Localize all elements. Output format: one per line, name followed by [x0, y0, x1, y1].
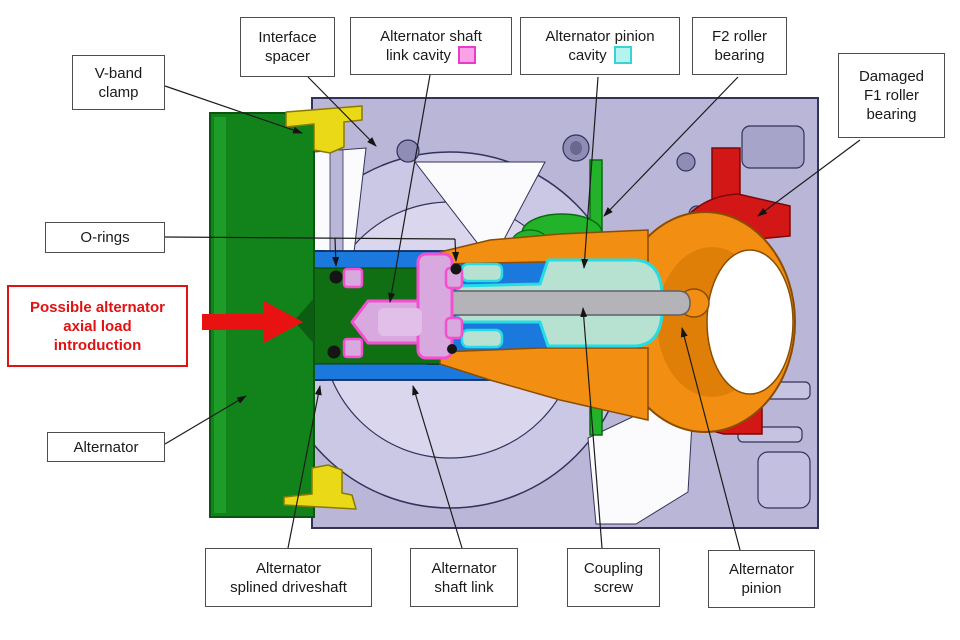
leader-pinion-cavity: [581, 76, 599, 269]
label-o-rings: O-rings: [45, 222, 165, 253]
o-ring-seal: [329, 270, 343, 284]
label-text: Possible alternator axial load introduct…: [29, 298, 166, 354]
label-coupling-screw: Coupling screw: [567, 548, 660, 607]
leader-f1-bearing: [757, 139, 861, 217]
alternator-pinion: [439, 211, 796, 433]
v-band-clamp: [283, 105, 363, 510]
bolt-hole: [676, 152, 696, 172]
label-pinion-cavity: Alternator pinion cavity: [520, 17, 680, 75]
label-f1-bearing: Damaged F1 roller bearing: [838, 53, 945, 138]
pinion-cavity-lobe-bottom: [460, 328, 504, 349]
leader-shaft-link: [412, 385, 463, 549]
pinion-cavity-lobe-top: [460, 262, 504, 283]
label-text: Alternator pinion: [728, 561, 795, 597]
label-axial-load-warning: Possible alternator axial load introduct…: [7, 285, 188, 367]
axial-load-arrow: [202, 301, 303, 343]
leader-f2-bearing: [603, 76, 739, 217]
pinion-sleeve-bottom: [439, 347, 649, 421]
coupling-screw: [435, 290, 691, 316]
shaft-link-flange: [416, 252, 454, 360]
label-text: Alternator shaft link: [431, 559, 497, 596]
leader-alternator: [164, 395, 247, 445]
leader-splined-driveshaft: [287, 385, 322, 549]
label-text: Interface spacer: [258, 29, 317, 65]
leader-shaft-link-cavity: [388, 74, 431, 303]
leader-o-ring-left: [332, 237, 340, 267]
leader-o-ring-right: [452, 238, 460, 262]
label-text: Alternator: [73, 438, 139, 456]
label-text: Alternator pinion cavity: [545, 28, 655, 64]
v-band-clamp-bottom: [283, 464, 357, 510]
housing-cutout-top: [413, 161, 546, 263]
housing-pocket: [757, 451, 811, 509]
leader-lines: [164, 74, 861, 551]
label-text: V-band clamp: [94, 64, 143, 101]
o-ring-seal: [450, 263, 462, 275]
label-alternator: Alternator: [47, 432, 165, 462]
pinion-bell-opening: [706, 249, 794, 395]
label-text: Coupling screw: [583, 559, 644, 596]
label-alternator-pinion: Alternator pinion: [708, 550, 815, 608]
v-band-clamp-top: [285, 105, 363, 154]
shaft-link-key-bottom: [342, 337, 364, 359]
shaft-link-highlight: [378, 308, 422, 336]
leader-coupling-screw: [580, 307, 603, 549]
label-shaft-link: Alternator shaft link: [410, 548, 518, 607]
pink-color-swatch: [458, 46, 477, 64]
label-v-band-clamp: V-band clamp: [72, 55, 165, 110]
shaft-link-finger-bottom: [444, 316, 464, 340]
label-splined-driveshaft: Alternator splined driveshaft: [205, 548, 372, 607]
label-shaft-link-cavity: Alternator shaft link cavity: [350, 17, 512, 75]
label-text: F2 roller bearing: [711, 28, 767, 64]
alternator-shaft-notch: [294, 298, 314, 344]
label-text: O-rings: [80, 229, 130, 246]
leader-o-rings-main: [164, 236, 456, 240]
alternator-shaft-link: [342, 252, 464, 360]
bolt-hole-center: [570, 141, 582, 155]
label-f2-bearing: F2 roller bearing: [692, 17, 787, 75]
cyan-color-swatch: [613, 46, 632, 64]
leader-interface-spacer: [307, 76, 377, 147]
housing-pocket: [741, 125, 805, 169]
label-interface-spacer: Interface spacer: [240, 17, 335, 77]
o-ring-seal: [447, 344, 457, 354]
label-text: Alternator splined driveshaft: [230, 559, 347, 596]
bolt-hole: [396, 139, 420, 163]
o-rings: [327, 263, 462, 359]
leader-alternator-pinion: [680, 327, 741, 551]
leader-v-band-clamp: [164, 85, 303, 134]
label-text: Damaged F1 roller bearing: [858, 68, 925, 123]
shaft-link-key-top: [342, 267, 364, 289]
label-text: Alternator shaft link cavity: [380, 28, 482, 64]
o-ring-seal: [327, 345, 341, 359]
